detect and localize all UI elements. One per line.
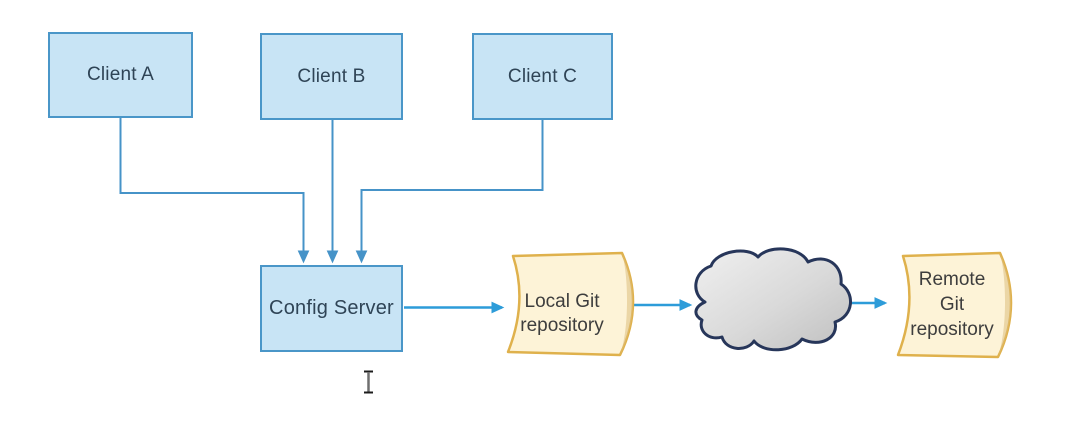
i-beam-cursor-icon bbox=[364, 370, 373, 394]
node-client-b: Client B bbox=[260, 33, 403, 120]
node-client-c: Client C bbox=[472, 33, 613, 120]
local-git-repo-shape bbox=[506, 251, 635, 357]
local-git-repo-curl-shade bbox=[620, 253, 634, 355]
connector-client-c-to-config-server bbox=[355, 120, 544, 264]
remote-git-repo-shape bbox=[896, 251, 1013, 359]
remote-git-repo-curl-shade bbox=[998, 253, 1012, 357]
node-remote-git-repo-label: Remote Git repository bbox=[910, 269, 994, 340]
node-local-git-repo-label: Local Git repository bbox=[520, 291, 604, 336]
connector-client-a-to-config-server bbox=[119, 118, 310, 264]
node-client-a-label: Client A bbox=[86, 64, 155, 85]
node-config-server-label: Config Server bbox=[269, 297, 394, 319]
node-client-a: Client A bbox=[48, 32, 193, 118]
node-client-b-label: Client B bbox=[297, 65, 366, 87]
cloud-shape bbox=[694, 247, 852, 352]
node-client-c-label: Client C bbox=[507, 65, 578, 87]
node-config-server: Config Server bbox=[260, 265, 403, 352]
